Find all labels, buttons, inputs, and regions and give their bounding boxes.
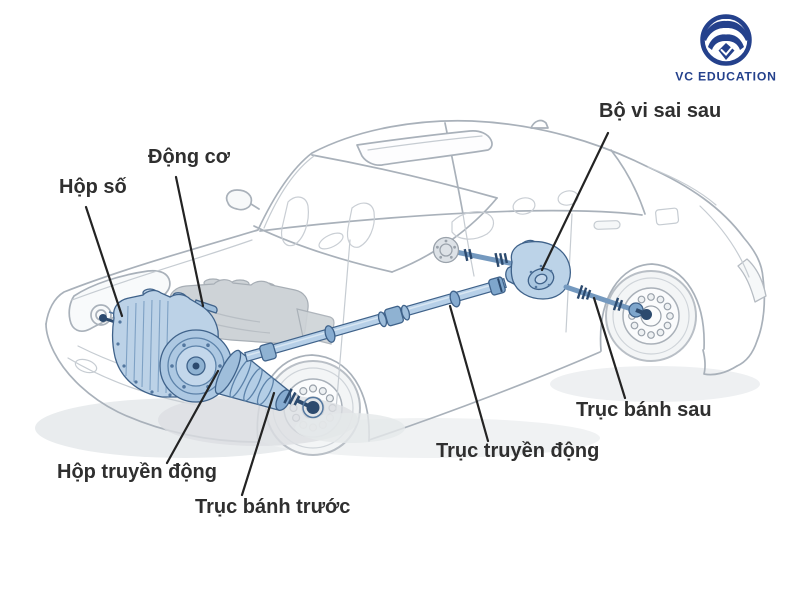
label-gearbox: Hộp số xyxy=(59,176,127,198)
car-outline xyxy=(45,119,767,443)
front-axle-shaft xyxy=(283,388,324,419)
eagle-icon xyxy=(703,14,749,60)
vc-education-logo: VC EDUCATION xyxy=(675,14,776,84)
leader-gearbox xyxy=(84,205,124,318)
leader-front-axle xyxy=(240,391,276,497)
label-transmission: Hộp truyền động xyxy=(57,461,217,483)
rear-axle-left xyxy=(432,236,517,268)
brand-text: VC EDUCATION xyxy=(675,70,776,84)
leader-transmission xyxy=(165,369,220,465)
driveshaft xyxy=(244,276,507,363)
drivetrain xyxy=(99,236,652,419)
transmission-tailcone xyxy=(214,349,292,411)
label-rear-axle: Trục bánh sau xyxy=(576,399,712,421)
interior-seats xyxy=(280,190,579,250)
label-engine: Động cơ xyxy=(148,146,230,168)
rear-axle-right xyxy=(563,284,652,320)
leader-engine xyxy=(174,175,205,308)
label-driveshaft: Trục truyền động xyxy=(436,440,600,462)
leader-rear-differential xyxy=(540,131,610,272)
leader-lines xyxy=(84,131,627,497)
label-rear-differential: Bộ vi sai sau xyxy=(599,100,722,122)
label-front-axle: Trục bánh trước xyxy=(195,496,351,518)
leader-rear-axle xyxy=(592,296,627,400)
rear-differential xyxy=(505,239,571,300)
leader-driveshaft xyxy=(448,304,490,443)
